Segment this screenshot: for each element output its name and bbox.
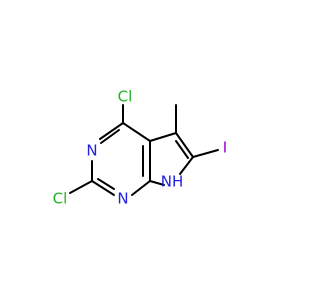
atom-iodine: I xyxy=(223,139,227,157)
bonds xyxy=(69,104,219,196)
bond-c2-cl xyxy=(69,180,93,194)
bond-c2-n1-double xyxy=(97,178,115,190)
molecule-canvas: Cl N Cl N NH I xyxy=(52,87,228,208)
molecule-structure: Cl N Cl N NH I xyxy=(53,88,228,208)
atom-n-lower: N xyxy=(117,190,128,208)
bond-c5-c6 xyxy=(175,132,194,158)
atom-n-upper: N xyxy=(86,142,97,160)
bond-c4-n3-double xyxy=(100,129,120,144)
bond-n1-c7a xyxy=(131,180,151,196)
bond-c4a-c5 xyxy=(149,132,177,142)
atom-cl-top: Cl xyxy=(118,88,133,106)
bond-c4a-c4 xyxy=(122,122,151,142)
bond-c4-n3 xyxy=(99,122,124,140)
bond-c6-n7 xyxy=(179,156,194,175)
bond-n7-c7a xyxy=(149,180,165,186)
atom-labels: Cl N Cl N NH I xyxy=(53,88,228,208)
bond-c2-n1 xyxy=(91,180,115,196)
atom-nh: NH xyxy=(161,173,184,191)
atom-cl-left: Cl xyxy=(53,190,68,208)
bond-c6-i xyxy=(192,149,219,158)
bond-c5-c6-double xyxy=(175,140,189,159)
